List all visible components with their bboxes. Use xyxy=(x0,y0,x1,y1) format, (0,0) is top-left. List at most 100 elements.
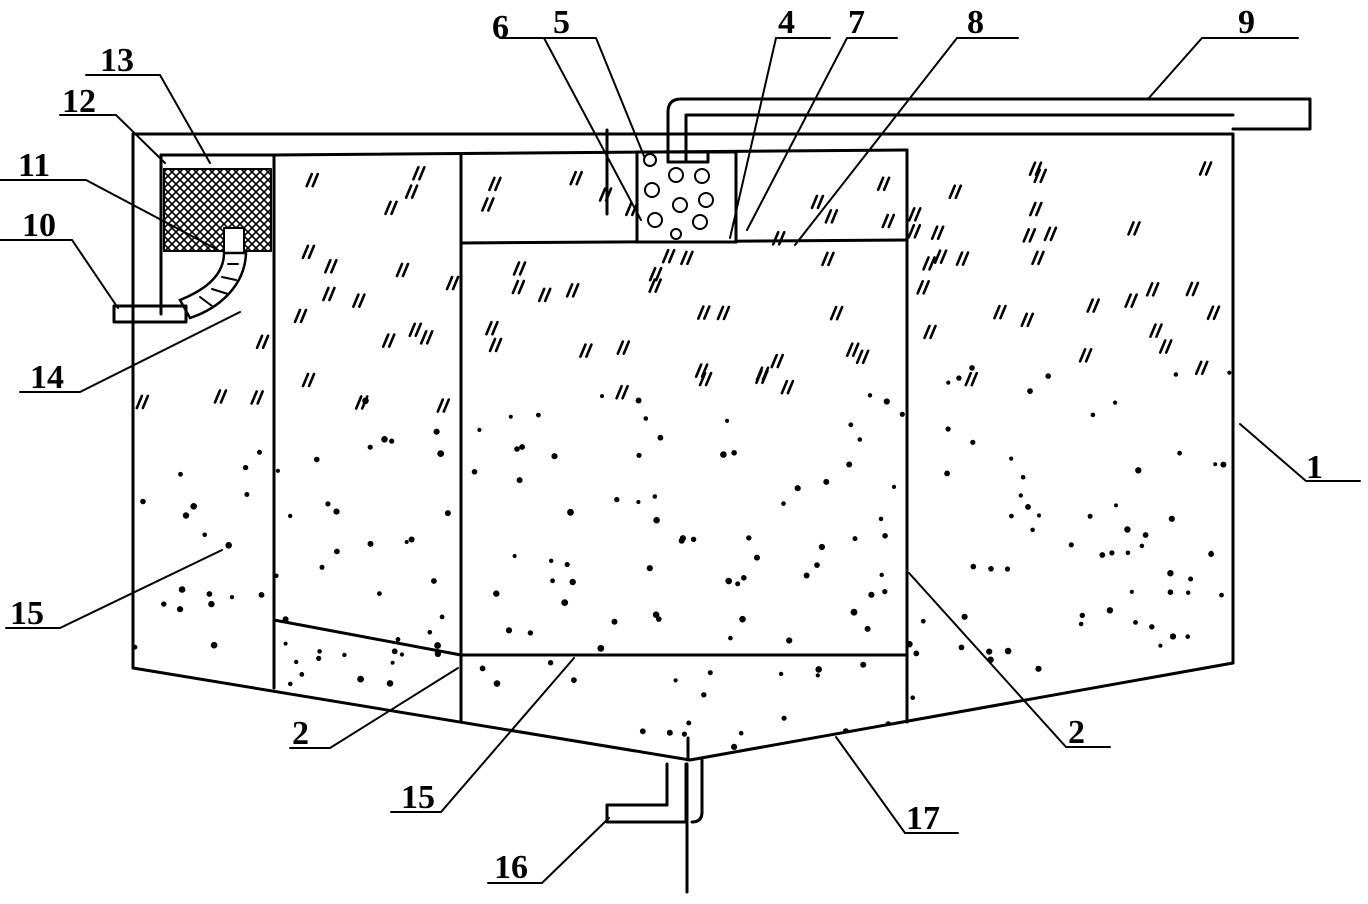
sand-dot xyxy=(778,671,784,677)
sand-dot xyxy=(1009,456,1014,461)
media-mark xyxy=(876,176,891,192)
sand-dot xyxy=(1213,462,1218,467)
sand-dot xyxy=(741,575,747,581)
sand-dot xyxy=(720,451,727,458)
drain-pipe xyxy=(605,736,704,894)
sand-dot xyxy=(288,681,293,687)
sand-dot xyxy=(920,618,926,624)
sand-dot xyxy=(161,601,167,607)
media-mark xyxy=(1078,348,1093,363)
sand-dot xyxy=(208,600,215,608)
sand-dot xyxy=(1025,504,1031,510)
sand-dot xyxy=(815,673,820,678)
label-17: 17 xyxy=(906,800,940,837)
sand-dot xyxy=(1099,552,1106,558)
sand-dot xyxy=(514,446,520,452)
sand-dot xyxy=(288,513,293,519)
label-13: 13 xyxy=(100,42,134,79)
sand-dot xyxy=(1133,690,1140,697)
sand-dot xyxy=(1167,570,1174,577)
sand-dot xyxy=(1018,493,1023,498)
media-mark xyxy=(408,322,423,338)
media-mark xyxy=(445,275,460,291)
media-mark xyxy=(770,353,785,369)
label-2-right: 2 xyxy=(1068,714,1085,751)
media-mark xyxy=(616,340,631,355)
sand-dot xyxy=(652,494,658,499)
media-mark xyxy=(716,305,731,321)
sand-dot xyxy=(431,578,437,584)
media-mark xyxy=(481,197,495,212)
label-7: 7 xyxy=(848,4,865,41)
media-mark xyxy=(922,256,936,271)
sand-dot xyxy=(1090,412,1096,418)
sand-dot xyxy=(1036,513,1042,518)
media-mark xyxy=(1194,360,1209,376)
media-mark xyxy=(324,258,338,274)
sand-dot xyxy=(823,478,830,485)
sand-dot xyxy=(666,729,673,736)
sand-dots-texture xyxy=(133,365,1232,751)
sand-dot xyxy=(944,470,950,477)
inlet-box xyxy=(605,128,738,244)
sand-dot xyxy=(1142,532,1149,538)
sand-dot xyxy=(377,591,382,596)
sand-dot xyxy=(850,608,858,616)
sand-dot xyxy=(1188,576,1194,582)
sand-dot xyxy=(781,501,786,506)
media-mark xyxy=(964,371,979,387)
sand-dot xyxy=(1035,665,1042,672)
media-mark xyxy=(488,337,503,353)
sand-dot xyxy=(1027,388,1033,394)
label-14: 14 xyxy=(30,359,64,396)
sand-dot xyxy=(1020,474,1026,480)
sand-dot xyxy=(867,393,873,398)
media-mark xyxy=(1022,228,1037,243)
media-mark xyxy=(923,324,937,340)
overflow-chamber xyxy=(112,153,276,324)
media-mark xyxy=(615,384,629,400)
sand-dot xyxy=(357,675,364,683)
sand-dot xyxy=(493,590,500,597)
sand-dot xyxy=(1167,589,1174,595)
sand-dot xyxy=(444,510,451,517)
sand-dot xyxy=(408,536,415,543)
sand-dot xyxy=(225,542,232,549)
sand-dot xyxy=(882,589,888,595)
sand-dot xyxy=(958,644,965,651)
media-mark xyxy=(301,372,316,388)
sand-dot xyxy=(1168,515,1175,522)
media-mark xyxy=(948,184,963,200)
sand-dot xyxy=(202,532,207,538)
sand-dot xyxy=(479,665,486,672)
sand-dot xyxy=(600,394,604,399)
sand-dot xyxy=(519,444,525,450)
sand-dot xyxy=(229,595,235,600)
sand-dot xyxy=(652,611,660,618)
sand-dot xyxy=(178,471,183,477)
sand-dot xyxy=(1079,612,1086,619)
sand-dot xyxy=(786,637,793,644)
media-mark xyxy=(1031,250,1045,266)
sand-dot xyxy=(244,492,250,497)
sand-dot xyxy=(707,670,713,676)
sand-dot xyxy=(206,591,213,597)
label-2-left: 2 xyxy=(292,715,309,752)
media-mark xyxy=(829,305,844,321)
media-mark xyxy=(955,251,970,266)
sand-dot xyxy=(1113,400,1118,405)
sand-dot xyxy=(439,614,445,620)
sand-dot xyxy=(597,644,605,652)
sand-dot xyxy=(1133,620,1138,625)
sand-dot xyxy=(477,427,482,432)
media-mark xyxy=(354,395,369,410)
sand-dot xyxy=(880,743,885,749)
sand-dot xyxy=(961,613,968,620)
sand-dot xyxy=(1030,527,1035,533)
sand-dot xyxy=(1114,503,1118,508)
sand-dot xyxy=(1208,551,1214,557)
sand-dot xyxy=(316,655,322,662)
sand-dot xyxy=(1135,467,1142,474)
media-mark xyxy=(384,200,398,216)
